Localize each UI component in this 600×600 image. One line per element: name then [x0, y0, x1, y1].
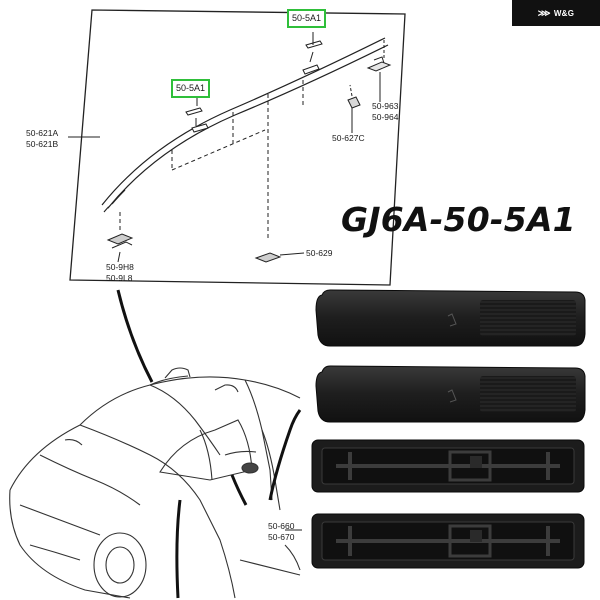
retainer-pad-underside-2 — [311, 513, 585, 569]
molding-leader-b — [268, 409, 302, 501]
molding-leader-a — [175, 499, 182, 599]
molding-leader-c — [230, 474, 248, 506]
brand-logo-text: W&G — [553, 8, 575, 18]
roof-rail — [101, 37, 389, 213]
callout-top: 50-5A1 — [287, 9, 327, 28]
clip-50-627c — [347, 84, 361, 128]
car-illustration — [9, 367, 301, 599]
callout-leader-top — [305, 32, 323, 63]
retainer-pad-top-1 — [315, 289, 586, 347]
label-50-627c: 50-627C — [332, 133, 365, 143]
diagram-to-car-leader — [116, 289, 154, 383]
rail-retainer-pads — [191, 64, 320, 133]
clip-50-963 — [366, 40, 392, 98]
label-50-629: 50-629 — [306, 248, 333, 258]
label-50-621b: 50-621B — [26, 139, 59, 149]
label-50-9l8: 50-9L8 — [106, 273, 133, 283]
attachment-guides — [119, 80, 304, 240]
part-number-title: GJ6A-50-5A1 — [341, 200, 576, 239]
brand-wave-icon: ⋙ — [537, 7, 551, 18]
clip-50-9h8 — [106, 233, 134, 263]
callout-left: 50-5A1 — [171, 79, 211, 98]
clip-50-629 — [254, 252, 305, 263]
label-50-9h8: 50-9H8 — [106, 262, 134, 272]
retainer-pad-underside-1 — [311, 439, 585, 493]
label-50-964: 50-964 — [372, 112, 399, 122]
label-50-670: 50-670 — [268, 532, 295, 542]
label-50-660: 50-660 — [268, 521, 295, 531]
brand-logo: ⋙ W&G — [512, 0, 600, 26]
label-50-621a: 50-621A — [26, 128, 59, 138]
callout-leader-left — [185, 98, 203, 126]
label-50-963: 50-963 — [372, 101, 399, 111]
retainer-pad-top-2 — [315, 365, 586, 423]
